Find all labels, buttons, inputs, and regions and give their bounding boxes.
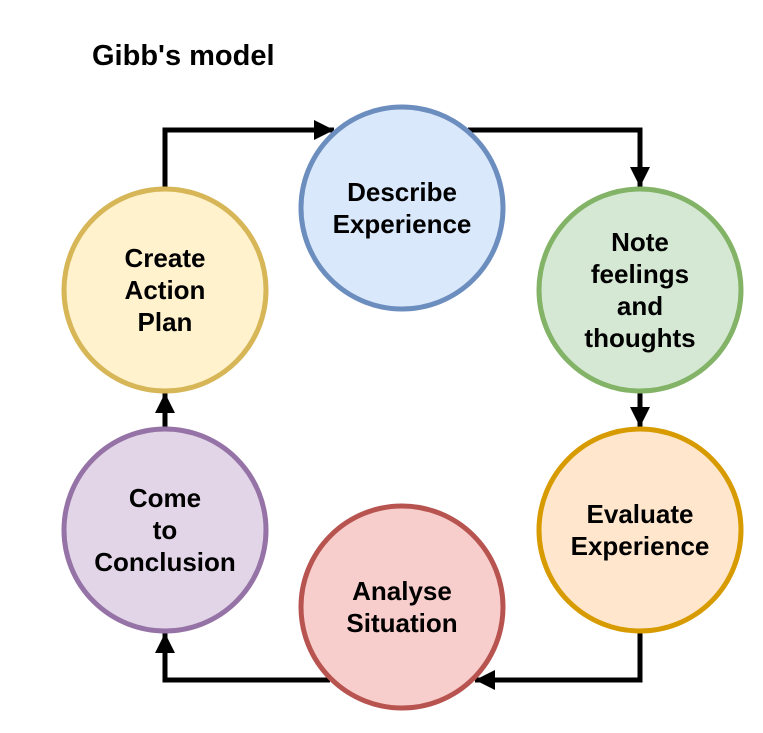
node-label: Describe Experience [333,177,472,239]
arrow-analyse-situation-to-come-to-conclusion [155,633,330,683]
arrow-describe-experience-to-note-feelings [468,127,650,187]
node-label-line: feelings [591,259,689,289]
node-label-line: Describe [347,177,457,207]
node-circle [536,186,744,394]
node-describe-experience: Describe Experience [298,104,506,312]
node-label-line: Plan [138,307,193,337]
node-label-line: Note [611,227,669,257]
node-label: Analyse Situation [346,576,457,638]
arrow-create-action-plan-to-describe-experience [162,120,334,187]
node-label-line: Action [125,275,206,305]
arrows [155,120,650,690]
node-circle [298,503,506,711]
arrow-evaluate-experience-to-analyse-situation [475,632,643,690]
node-label: Evaluate Experience [571,499,710,561]
node-label-line: Evaluate [587,499,694,529]
node-circle [61,186,269,394]
node-label: Create Action Plan [125,243,206,337]
page-title: Gibb's model [92,40,275,72]
node-label: Note feelings and thoughts [584,227,695,353]
node-circle [536,426,744,634]
node-come-to-conclusion: Come to Conclusion [61,426,269,634]
node-label-line: Conclusion [94,547,236,577]
node-label-line: to [153,515,178,545]
node-note-feelings-and-thoughts: Note feelings and thoughts [536,186,744,394]
node-label-line: and [617,291,663,321]
node-circle [298,104,506,312]
node-label-line: Come [129,483,201,513]
node-create-action-plan: Create Action Plan [61,186,269,394]
node-label-line: Experience [333,209,472,239]
node-evaluate-experience: Evaluate Experience [536,426,744,634]
node-label-line: Analyse [352,576,452,606]
node-circle [61,426,269,634]
node-label: Come to Conclusion [94,483,236,577]
node-label-line: thoughts [584,323,695,353]
node-label-line: Create [125,243,206,273]
node-analyse-situation: Analyse Situation [298,503,506,711]
node-label-line: Experience [571,531,710,561]
node-label-line: Situation [346,608,457,638]
